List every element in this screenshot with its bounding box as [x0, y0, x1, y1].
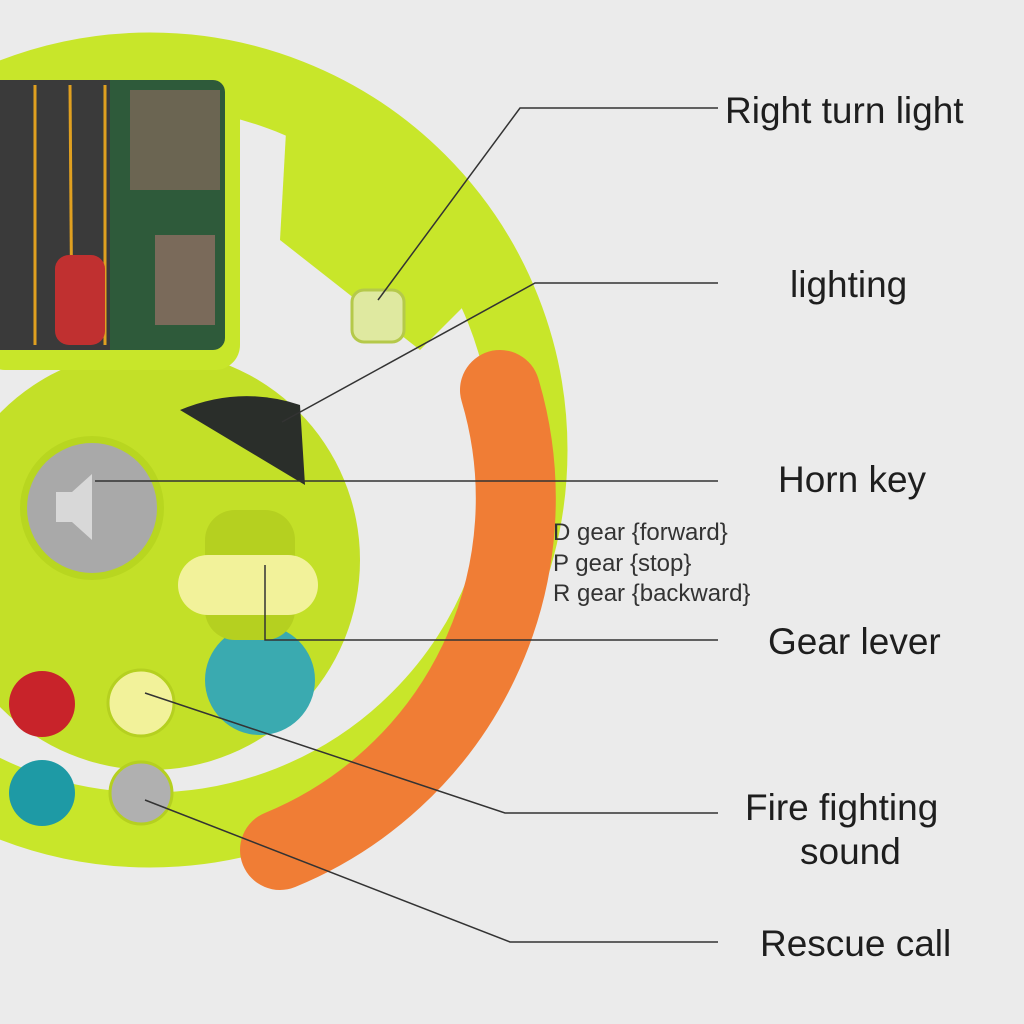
grip — [240, 350, 556, 890]
game-screen — [0, 80, 225, 350]
label-horn-key: Horn key — [778, 459, 927, 500]
label-right-turn-light: Right turn light — [725, 90, 964, 131]
gear-lever[interactable] — [178, 555, 318, 615]
music-button[interactable] — [9, 671, 75, 737]
leader-lines — [95, 107, 718, 943]
side-knob — [205, 625, 315, 735]
lighting-dial[interactable] — [180, 396, 305, 485]
label-fire-fighting: Fire fighting — [745, 787, 939, 828]
gear-mode-r: R gear {backward} — [553, 580, 751, 607]
label-gear-lever: Gear lever — [768, 621, 941, 662]
spoke — [280, 60, 470, 350]
fire-fighting-sound-button[interactable] — [106, 668, 176, 738]
label-lighting: lighting — [790, 264, 908, 305]
speaker-icon — [56, 474, 92, 540]
label-rescue-call: Rescue call — [760, 923, 952, 964]
rescue-call-button[interactable] — [108, 760, 174, 826]
gear-mode-d: D gear {forward} — [553, 519, 728, 546]
police-button[interactable] — [9, 760, 75, 826]
gear-mode-p: P gear {stop} — [553, 550, 692, 577]
label-fire-fighting-sound: sound — [800, 831, 901, 872]
right-turn-light-button[interactable] — [350, 288, 406, 344]
